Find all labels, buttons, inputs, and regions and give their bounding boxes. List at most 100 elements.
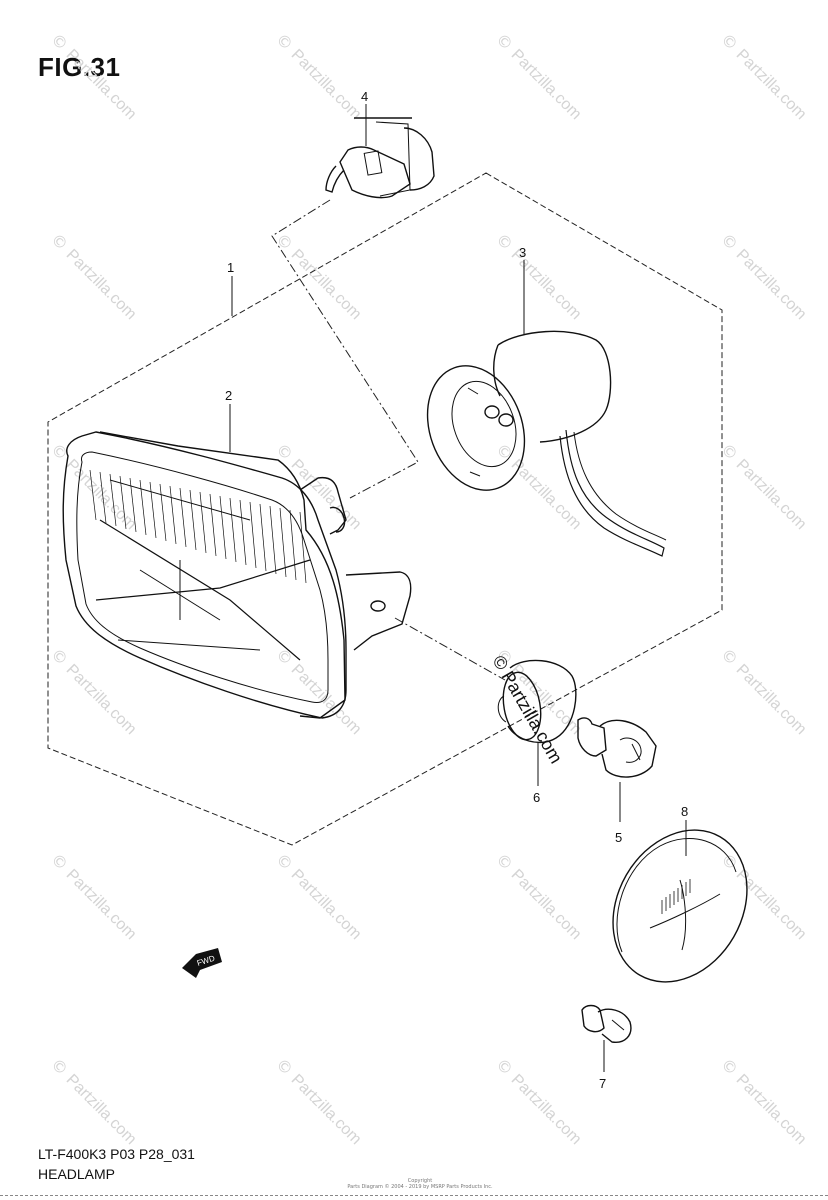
watermark-symbol: © — [272, 849, 297, 874]
watermark-text: Partzilla.com — [288, 1071, 365, 1148]
watermark-symbol: © — [47, 229, 72, 254]
lens-rib — [219, 495, 227, 560]
callout-leaders — [229, 104, 687, 1072]
watermark-tile: ©Partzilla.com — [717, 229, 810, 323]
copyright-notice: Copyright Parts Diagram © 2004 - 2019 by… — [340, 1178, 500, 1190]
assembly-boundary — [47, 172, 723, 846]
copyright-line-1: Copyright — [407, 1178, 433, 1184]
watermark-text: Partzilla.com — [63, 456, 140, 533]
watermark-text: Partzilla.com — [733, 1071, 810, 1148]
watermark-text: Partzilla.com — [733, 456, 810, 533]
watermark-symbol: © — [47, 644, 72, 669]
watermark-tile: ©Partzilla.com — [47, 229, 140, 323]
watermark-tile: ©Partzilla.com — [47, 29, 140, 123]
watermark-text: Partzilla.com — [288, 46, 365, 123]
callout-4: 4 — [361, 89, 368, 104]
copyright-line-2: Parts Diagram © 2004 - 2019 by MSRP Part… — [347, 1184, 493, 1190]
grommet-leader — [394, 617, 506, 681]
bottom-rule — [0, 1195, 828, 1196]
watermark-tile: ©Partzilla.com — [717, 29, 810, 123]
lens-rib — [129, 477, 137, 533]
watermark-tile: ©Partzilla.com — [717, 849, 810, 943]
lens-rib — [269, 505, 277, 575]
lens-rib — [199, 491, 207, 554]
watermark-tile: ©Partzilla.com — [47, 849, 140, 943]
rubber-grommet — [497, 659, 577, 744]
watermark-text: Partzilla.com — [63, 46, 140, 123]
watermark-symbol: © — [47, 1054, 72, 1079]
watermark-text: Partzilla.com — [733, 46, 810, 123]
watermark-text: Partzilla.com — [63, 246, 140, 323]
watermark-text: Partzilla.com — [508, 46, 585, 123]
watermark-text: Partzilla.com — [733, 866, 810, 943]
watermark-symbol: © — [492, 1054, 517, 1079]
watermark-symbol: © — [492, 849, 517, 874]
lens-rib — [179, 487, 187, 548]
diagram-code: LT-F400K3 P03 P28_031 — [38, 1146, 195, 1162]
watermark-text: Partzilla.com — [63, 866, 140, 943]
watermark-symbol: © — [492, 29, 517, 54]
watermark-tile: ©Partzilla.com — [717, 644, 810, 738]
watermark-symbol: © — [492, 229, 517, 254]
watermark-symbol: © — [717, 849, 742, 874]
lens-rib — [189, 489, 197, 551]
lens-rib — [239, 499, 247, 566]
lens-rib — [229, 497, 237, 563]
headlamp-unit — [62, 431, 412, 719]
diagram-name: HEADLAMP — [38, 1166, 116, 1182]
watermark-symbol: © — [272, 1054, 297, 1079]
headlamp-bulb — [325, 117, 435, 199]
watermark-tile: ©Partzilla.com — [492, 229, 584, 323]
watermark-text: Partzilla.com — [288, 456, 365, 533]
watermark-text: Partzilla.com — [288, 866, 365, 943]
callout-3: 3 — [519, 245, 526, 260]
watermark-symbol: © — [717, 29, 742, 54]
lens-rib — [109, 473, 117, 527]
watermark-tile: ©Partzilla.com — [47, 439, 140, 533]
watermark-symbol: © — [717, 439, 742, 464]
watermark-symbol: © — [492, 439, 517, 464]
watermark-tile: ©Partzilla.com — [272, 849, 365, 943]
lens-rib — [119, 475, 127, 530]
watermark-tile: ©Partzilla.com — [272, 644, 364, 738]
watermark-tile: ©Partzilla.com — [272, 1054, 365, 1148]
callout-6: 6 — [533, 790, 540, 805]
lens-rib — [159, 483, 167, 542]
watermark-tile: ©Partzilla.com — [492, 29, 585, 123]
watermark-tile: ©Partzilla.com — [492, 1054, 584, 1148]
callout-8: 8 — [681, 804, 688, 819]
watermark-text: Partzilla.com — [288, 246, 365, 323]
headlamp-cover — [612, 829, 748, 983]
lens-rib — [169, 485, 177, 545]
lens-rib — [299, 511, 307, 584]
cover-screw — [581, 1004, 632, 1043]
forward-direction-badge: FWD — [182, 948, 222, 978]
lens-rib — [89, 469, 97, 521]
watermark-text: Partzilla.com — [733, 246, 810, 323]
watermark-tile: ©Partzilla.com — [717, 1054, 810, 1148]
watermark-tile: ©Partzilla.com — [492, 849, 585, 943]
watermark-tile: ©Partzilla.com — [717, 439, 810, 533]
lens-rib — [259, 503, 267, 572]
lens-rib — [149, 481, 157, 539]
mounting-bolt — [577, 717, 657, 778]
callout-5: 5 — [615, 830, 622, 845]
watermark-tile: ©Partzilla.com — [47, 1054, 140, 1148]
watermark-text: Partzilla.com — [63, 1071, 140, 1148]
watermark-text: Partzilla.com — [508, 866, 585, 943]
watermark-symbol: © — [47, 439, 72, 464]
watermark-tile: ©Partzilla.com — [47, 644, 139, 738]
watermark-tile: ©Partzilla.com — [272, 439, 365, 533]
bulb-socket — [426, 330, 667, 557]
lens-rib — [139, 479, 147, 536]
watermark-layer: ©Partzilla.com©Partzilla.com©Partzilla.c… — [47, 29, 810, 1148]
bulb-leader — [271, 199, 419, 499]
watermark-symbol: © — [272, 644, 297, 669]
lens-rib — [249, 501, 257, 569]
watermark-text: Partzilla.com — [733, 661, 810, 738]
callout-1: 1 — [227, 260, 234, 275]
figure-title: FIG.31 — [38, 52, 121, 82]
lens-rib — [289, 509, 297, 581]
